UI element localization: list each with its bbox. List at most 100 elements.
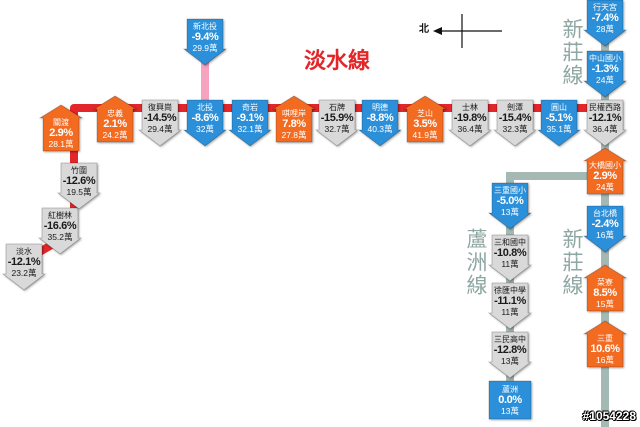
arrow-down-icon — [182, 18, 228, 66]
ridership-count: 11萬 — [501, 259, 519, 269]
station-sanmin-hs: 三民高中 -12.8% 13萬 — [487, 331, 533, 379]
ridership-change: -15.9% — [320, 112, 354, 124]
station-name: 徐匯中學 — [494, 286, 526, 295]
station-shipai: 石牌 -15.9% 32.7萬 — [314, 99, 360, 147]
station-qilian: 唭哩岸 7.8% 27.8萬 — [271, 95, 317, 143]
arrow-down-icon — [582, 99, 628, 147]
ridership-change: -2.4% — [591, 218, 619, 230]
ridership-change: -5.1% — [545, 112, 573, 124]
ridership-change: -14.5% — [143, 112, 177, 124]
arrow-down-icon — [536, 99, 582, 147]
station-name: 圓山 — [551, 103, 567, 112]
station-name: 奇岩 — [242, 103, 258, 112]
arrow-up-icon — [92, 95, 138, 143]
north-label: 北 — [419, 24, 429, 35]
station-minquan-w: 民權西路 -12.1% 36.4萬 — [582, 99, 628, 147]
arrow-down-icon — [487, 331, 533, 379]
ridership-count: 29.4萬 — [147, 124, 173, 134]
ridership-change: -19.8% — [453, 112, 487, 124]
ridership-change: -16.6% — [43, 220, 77, 232]
station-taipei-bridge: 台北橋 -2.4% 16萬 — [582, 205, 628, 253]
arrow-down-icon — [582, 205, 628, 253]
station-daqiao-es: 大橋國小 2.9% 24萬 — [582, 147, 628, 195]
ridership-change: 2.9% — [593, 170, 617, 182]
station-qiyan: 奇岩 -9.1% 32.1萬 — [227, 99, 273, 147]
ridership-count: 35.1萬 — [546, 124, 572, 134]
station-yuanshan: 圓山 -5.1% 35.1萬 — [536, 99, 582, 147]
station-name: 劍潭 — [507, 103, 523, 112]
ridership-count: 19.5萬 — [66, 187, 92, 197]
station-name: 石牌 — [329, 103, 345, 112]
ridership-count: 15萬 — [596, 299, 614, 309]
ridership-count: 16萬 — [596, 230, 614, 240]
station-name: 蘆洲 — [502, 385, 518, 394]
ridership-count: 36.4萬 — [592, 124, 618, 134]
station-name: 北投 — [197, 103, 213, 112]
station-mingde: 明德 -8.8% 40.3萬 — [357, 99, 403, 147]
ridership-count: 32.7萬 — [324, 124, 350, 134]
luzhou-line-label: 蘆洲線 — [464, 228, 487, 297]
ridership-change: -12.8% — [493, 344, 527, 356]
box-icon — [488, 380, 532, 420]
xinzhuang-line-label: 新莊線 — [560, 18, 583, 87]
station-name: 關渡 — [53, 118, 69, 127]
station-xinbeitou: 新北投 -9.4% 29.9萬 — [182, 18, 228, 66]
station-name: 台北橋 — [593, 209, 617, 218]
ridership-change: -9.4% — [191, 31, 219, 43]
station-name: 紅樹林 — [48, 211, 72, 220]
ridership-count: 24萬 — [596, 75, 614, 85]
arrow-down-icon — [582, 0, 628, 47]
ridership-count: 28萬 — [596, 24, 614, 34]
arrow-down-icon — [487, 234, 533, 282]
ridership-count: 29.9萬 — [192, 43, 218, 53]
arrow-down-icon — [582, 50, 628, 98]
station-name: 行天宮 — [593, 3, 617, 12]
station-name: 明德 — [372, 103, 388, 112]
arrow-down-icon — [487, 282, 533, 330]
ridership-count: 24萬 — [596, 182, 614, 192]
arrow-down-icon — [37, 207, 83, 255]
ridership-count: 36.4萬 — [457, 124, 483, 134]
ridership-change: -12.1% — [7, 256, 41, 268]
arrow-down-icon — [227, 99, 273, 147]
station-name: 唭哩岸 — [282, 109, 306, 118]
station-zhongshan-es: 中山國小 -1.3% 24萬 — [582, 50, 628, 98]
station-name: 復興崗 — [148, 103, 172, 112]
ridership-count: 16萬 — [596, 355, 614, 365]
north-arrow-icon — [433, 14, 502, 48]
ridership-count: 40.3萬 — [367, 124, 393, 134]
ridership-change: 3.5% — [413, 118, 437, 130]
station-cailiao: 菜寮 8.5% 15萬 — [582, 264, 628, 312]
station-zhishan: 芝山 3.5% 41.9萬 — [402, 95, 448, 143]
arrow-up-icon — [38, 104, 84, 152]
arrow-up-icon — [582, 320, 628, 368]
arrow-down-icon — [182, 99, 228, 147]
station-name: 忠義 — [107, 109, 123, 118]
station-beitou: 北投 -8.6% 32萬 — [182, 99, 228, 147]
arrow-down-icon — [56, 162, 102, 210]
ridership-change: 2.1% — [103, 118, 127, 130]
ridership-count: 24.2萬 — [102, 130, 128, 140]
ridership-change: -5.0% — [496, 195, 524, 207]
arrow-up-icon — [402, 95, 448, 143]
ridership-change: 10.6% — [590, 343, 620, 355]
station-name: 民權西路 — [589, 103, 621, 112]
ridership-change: -15.4% — [498, 112, 532, 124]
ridership-count: 13萬 — [501, 207, 519, 217]
station-name: 竹圍 — [71, 166, 87, 175]
ridership-count: 32.3萬 — [502, 124, 528, 134]
station-fuxinggang: 復興崗 -14.5% 29.4萬 — [137, 99, 183, 147]
station-name: 芝山 — [417, 109, 433, 118]
station-sanchong-es: 三重國小 -5.0% 13萬 — [487, 182, 533, 230]
station-luzhou: 蘆洲 0.0% 13萬 — [488, 380, 532, 420]
station-sanchong: 三重 10.6% 16萬 — [582, 320, 628, 368]
ridership-change: -11.1% — [494, 295, 526, 307]
station-name: 中山國小 — [589, 54, 621, 63]
ridership-count: 13萬 — [501, 356, 519, 366]
ridership-count: 32萬 — [196, 124, 214, 134]
station-name: 大橋國小 — [589, 161, 621, 170]
station-zhuwei: 竹圍 -12.6% 19.5萬 — [56, 162, 102, 210]
ridership-change: 7.8% — [282, 118, 306, 130]
station-sanhe-jhs: 三和國中 -10.8% 11萬 — [487, 234, 533, 282]
ridership-change: -1.3% — [591, 63, 619, 75]
